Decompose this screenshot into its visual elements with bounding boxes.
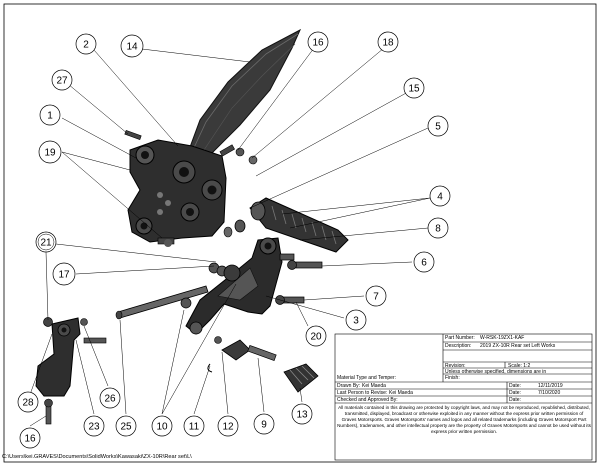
scale-value: Scale: 1:2: [508, 363, 531, 369]
title-block-grid: [334, 333, 593, 461]
svg-text:2: 2: [83, 40, 89, 51]
balloon-20: 20: [305, 325, 327, 347]
svg-text:16: 16: [24, 434, 36, 445]
balloon-27: 27: [51, 69, 73, 91]
svg-text:26: 26: [104, 394, 116, 405]
plate-bolts: [124, 129, 258, 247]
copyright-disclaimer: All materials contained in this drawing …: [337, 405, 591, 434]
svg-text:14: 14: [126, 42, 138, 53]
drawn-by-label: Drawn By:: [337, 383, 361, 389]
balloon-8: 8: [427, 217, 449, 239]
svg-text:12: 12: [222, 422, 234, 433]
tolerance-note: Unless otherwise specified, dimensions a…: [445, 369, 547, 375]
balloon-16-bottom: 16: [19, 427, 41, 449]
pushrod-part: [207, 336, 277, 373]
balloon-23: 23: [83, 415, 105, 437]
bracket-part: [35, 317, 107, 425]
revised-date-label: Date:: [509, 390, 521, 396]
rubber-boot-part: [283, 363, 319, 393]
drawing-border: [3, 3, 597, 463]
balloon-14: 14: [120, 34, 144, 58]
part-number-label: Part Number:: [445, 335, 475, 341]
svg-text:25: 25: [120, 422, 132, 433]
revision-label: Revision:: [445, 363, 466, 369]
svg-text:21: 21: [40, 238, 52, 249]
svg-text:27: 27: [56, 76, 68, 87]
finish-label: Finish:: [445, 375, 460, 381]
leader-lines: [27, 47, 431, 427]
revised-date-value: 7/10/2020: [538, 390, 561, 396]
brake-lever-part: [185, 237, 283, 335]
svg-text:3: 3: [353, 316, 359, 327]
svg-text:8: 8: [435, 224, 441, 235]
svg-text:23: 23: [88, 422, 100, 433]
description-label: Description:: [445, 343, 472, 349]
material-label: Material Type and Temper:: [337, 375, 397, 381]
svg-text:20: 20: [310, 332, 322, 343]
balloon-7: 7: [365, 285, 387, 307]
checked-date-label: Date:: [509, 397, 521, 403]
description-value: 2019 ZX-10R Rear set Left Works: [480, 343, 556, 349]
heel-guard-part: [185, 28, 302, 161]
balloon-1: 1: [39, 104, 61, 126]
revised-by-label: Last Person to Revise:: [337, 390, 388, 396]
balloon-2: 2: [75, 33, 97, 55]
svg-text:11: 11: [189, 422, 200, 433]
balloon-13: 13: [291, 403, 313, 425]
balloon-19: 19: [38, 140, 62, 164]
rearset-plate-part: [127, 139, 227, 243]
balloon-16-top: 16: [307, 31, 329, 53]
svg-text:6: 6: [421, 258, 427, 269]
balloon-12: 12: [217, 415, 239, 437]
balloon-9: 9: [253, 413, 275, 435]
balloon-25: 25: [115, 415, 137, 437]
svg-text:10: 10: [156, 422, 168, 433]
balloon-15: 15: [403, 77, 425, 99]
svg-text:16: 16: [312, 38, 324, 49]
svg-text:15: 15: [408, 84, 420, 95]
balloon-4: 4: [429, 185, 451, 207]
drawn-by-value: Kei Maeda: [362, 383, 386, 389]
balloon-6: 6: [413, 251, 435, 273]
part-number-value: W-RSK-19ZX1-KAF: [480, 335, 525, 341]
balloon-5: 5: [427, 115, 449, 137]
drawn-date-label: Date:: [509, 383, 521, 389]
revised-by-value: Kei Maeda: [389, 390, 413, 396]
svg-text:13: 13: [296, 410, 308, 421]
shift-shaft-part: [115, 262, 241, 320]
balloon-26: 26: [99, 387, 121, 409]
svg-text:1: 1: [47, 111, 53, 122]
svg-text:28: 28: [22, 398, 34, 409]
drawn-date-value: 12/11/2019: [538, 383, 563, 389]
svg-text:4: 4: [437, 192, 443, 203]
checked-label: Checked and Approved By:: [337, 397, 398, 403]
item-balloons: 2 14 16 18 27 15 1 5 19 4 8 6 7 3 17 20 …: [17, 31, 451, 449]
balloon-18: 18: [377, 31, 399, 53]
foot-peg-part: [223, 197, 349, 253]
svg-text:19: 19: [44, 148, 56, 159]
balloon-3: 3: [345, 309, 367, 331]
svg-text:5: 5: [435, 122, 441, 133]
svg-text:17: 17: [58, 270, 70, 281]
balloon-21: 21: [35, 231, 57, 253]
balloon-10: 10: [151, 415, 173, 437]
balloon-17: 17: [52, 262, 76, 286]
svg-text:7: 7: [373, 292, 379, 303]
file-path: C:\Users\kei.GRAVES\Documents\SolidWorks…: [2, 454, 192, 460]
balloon-11: 11: [183, 415, 205, 437]
svg-text:18: 18: [382, 38, 394, 49]
balloon-28: 28: [17, 391, 39, 413]
bolt-parts: [275, 253, 323, 305]
svg-text:9: 9: [261, 420, 267, 431]
